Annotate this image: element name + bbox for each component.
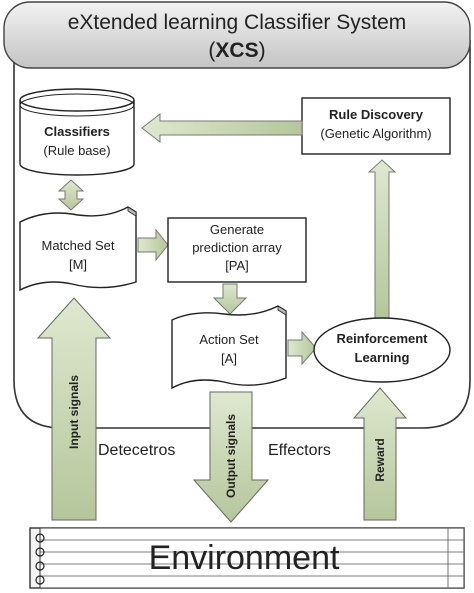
arrow-pa-to-action xyxy=(212,283,248,315)
reinforcement-line1: Reinforcement xyxy=(336,331,428,346)
arrow-classifiers-matched xyxy=(57,179,85,211)
effectors-label: Effectors xyxy=(268,442,331,459)
action-set-card xyxy=(171,305,287,390)
arrow-rl-to-rd xyxy=(367,159,397,319)
rule-discovery-box xyxy=(301,97,451,155)
matched-set-card xyxy=(19,206,137,292)
matched-set-label: Matched Set xyxy=(41,238,115,253)
classifiers-sub: (Rule base) xyxy=(43,143,111,158)
rule-discovery-sub: (Genetic Algorithm) xyxy=(320,126,432,141)
matched-set-sub: [M] xyxy=(68,257,88,272)
title-box xyxy=(3,1,471,69)
reward-arrow xyxy=(352,387,408,521)
diagram-title: eXtended learning Classifier System xyxy=(67,11,407,34)
subtitle-open-paren: ( xyxy=(208,39,216,62)
reward-label: Reward xyxy=(372,438,387,482)
action-set-label: Action Set xyxy=(199,332,259,347)
classifiers-label: Classifiers xyxy=(44,124,110,139)
subtitle-abbr: XCS xyxy=(215,39,259,62)
output-signals-label: Output signals xyxy=(223,414,238,498)
prediction-array-line2: prediction array xyxy=(192,240,282,255)
environment-label: Environment xyxy=(148,539,340,577)
output-signals-arrow xyxy=(192,391,270,523)
input-signals-arrow xyxy=(36,297,112,521)
input-signals-label: Input signals xyxy=(66,374,81,450)
reinforcement-ellipse xyxy=(313,317,451,383)
arrow-rd-to-classifiers xyxy=(141,112,303,144)
arrow-matched-to-pa xyxy=(137,228,169,262)
detectors-label: Detecetros xyxy=(98,442,176,459)
classifiers-cylinder xyxy=(19,88,135,176)
action-set-sub: [A] xyxy=(221,351,237,366)
environment-box xyxy=(29,527,465,589)
prediction-array-line3: [PA] xyxy=(225,258,249,273)
subtitle-close-paren: ) xyxy=(258,39,266,62)
diagram-subtitle: (XCS) xyxy=(0,38,474,63)
rule-discovery-label: Rule Discovery xyxy=(329,107,423,122)
binding-rings xyxy=(35,533,45,585)
prediction-array-line1: Generate xyxy=(209,222,265,237)
prediction-array-box xyxy=(167,217,307,283)
arrow-action-to-rl xyxy=(287,330,317,366)
reinforcement-line2: Learning xyxy=(354,350,410,365)
